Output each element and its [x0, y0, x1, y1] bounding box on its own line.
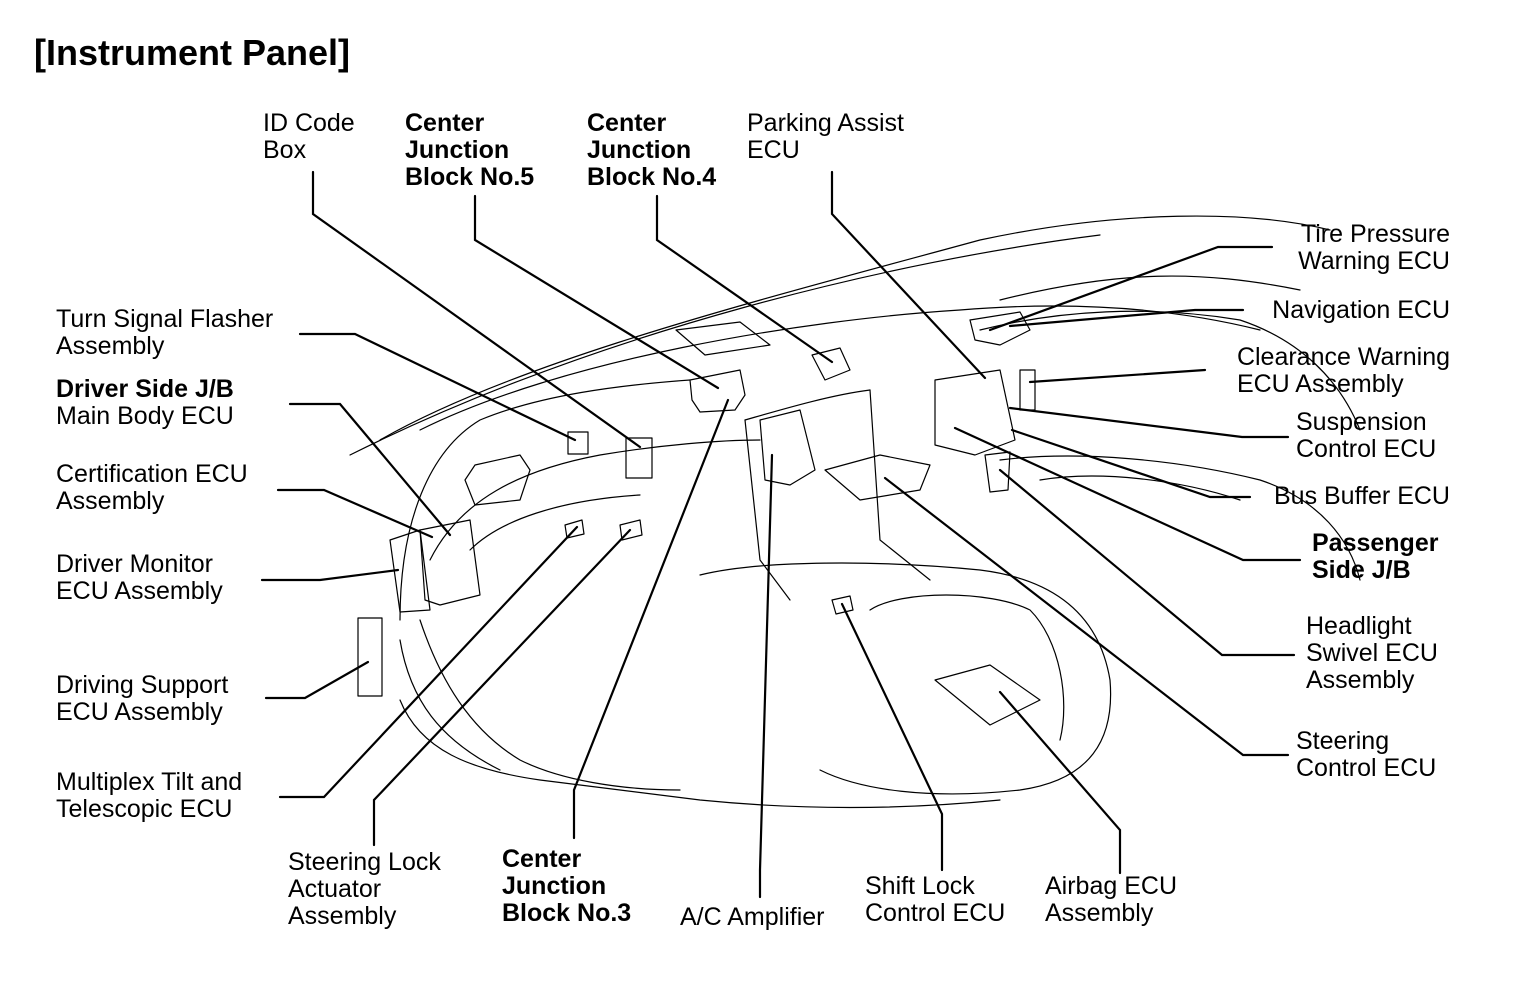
knee-panel [419, 619, 681, 791]
lower-dash-line [399, 639, 501, 771]
leader-driving-support [264, 660, 370, 700]
steering-control-shape [824, 454, 931, 501]
leader-bus-buffer [1010, 428, 1252, 499]
dash-upper-line [419, 305, 1261, 431]
leader-cjb5 [473, 194, 720, 390]
leader-certification [276, 488, 434, 539]
leader-cjb3 [572, 398, 730, 840]
leader-steering-control [883, 476, 1290, 757]
driver-dash-outline [399, 379, 691, 621]
cjb4-shape [811, 347, 851, 381]
leader-parking-assist [830, 170, 987, 380]
instrument-hood [464, 454, 531, 506]
passenger-lower [999, 455, 1361, 581]
label-bus-buffer: Bus Buffer ECU [1273, 482, 1450, 510]
center-stack-left [744, 419, 791, 601]
multiplex-tilt-shape [564, 519, 585, 539]
dash-rear-line [999, 275, 1301, 301]
console-box [934, 664, 1041, 726]
steering-lock-shape [619, 519, 643, 541]
leader-headlight [998, 468, 1296, 657]
leader-steering-lock [372, 528, 632, 847]
page-title: [Instrument Panel] [34, 32, 351, 73]
leader-suspension [1008, 406, 1290, 439]
clearance-shape [1019, 369, 1036, 411]
leader-tire-pressure [988, 245, 1274, 332]
center-vent [675, 321, 771, 356]
leader-shift-lock [840, 602, 944, 872]
driving-support-shape [357, 617, 383, 697]
leader-passenger-jb [953, 426, 1302, 562]
driver-jb-shape [419, 519, 481, 606]
label-ac-amplifier: A/C Amplifier [680, 903, 825, 931]
center-stack-right [869, 389, 931, 581]
label-clearance-warning: Clearance Warning ECU Assembly [1236, 343, 1450, 398]
steering-column-area [469, 494, 641, 551]
nav-ecu-shape [969, 311, 1031, 346]
cjb5-shape [689, 369, 746, 413]
leader-navigation [1008, 308, 1245, 328]
label-navigation: Navigation ECU [1272, 296, 1450, 324]
leader-driver-jb [288, 402, 452, 537]
passenger-jb-shape [934, 369, 1016, 456]
floor-line [399, 699, 1001, 809]
shift-lock-shape [831, 595, 854, 615]
turn-signal-shape [567, 431, 589, 455]
leader-multiplex-tilt [278, 525, 579, 799]
leader-cjb4 [655, 194, 834, 364]
windshield-edge [349, 234, 1101, 456]
headlight-shape [984, 451, 1011, 493]
leader-driver-monitor [260, 568, 400, 582]
driver-monitor-shape [389, 529, 431, 613]
center-stack-top [744, 389, 871, 421]
leader-airbag [998, 690, 1122, 875]
console-armrest [869, 594, 1065, 741]
passenger-dash [979, 310, 1361, 431]
id-code-box-shape [625, 437, 653, 479]
console-outline [699, 562, 1112, 795]
leader-clearance [1028, 368, 1207, 384]
leader-id-code-box [311, 170, 642, 449]
dash-top-outline [379, 215, 1331, 441]
ac-amp-shape [759, 409, 816, 486]
driver-dash-lower [429, 439, 761, 561]
leader-turn-signal [298, 332, 577, 442]
leader-ac-amplifier [758, 453, 774, 899]
